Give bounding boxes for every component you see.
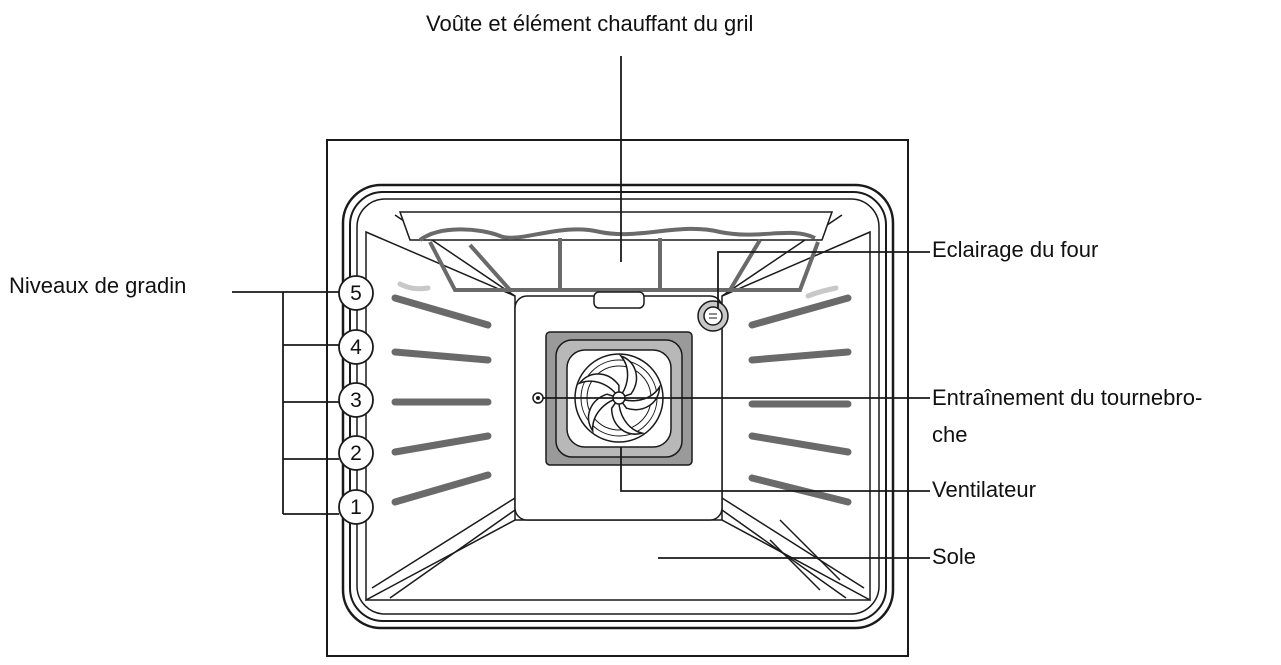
level-marker-4: 4 [338, 329, 374, 365]
svg-text:1: 1 [350, 496, 362, 519]
right-shelf-rails [748, 294, 852, 506]
left-light-reflection [397, 281, 431, 292]
label-fan: Ventilateur [932, 477, 1036, 502]
right-rail-5 [748, 294, 852, 329]
oven-light-icon [697, 300, 729, 332]
label-rotisserie-drive-cont: che [932, 422, 968, 447]
svg-text:4: 4 [350, 336, 362, 359]
left-rail-1 [391, 471, 492, 506]
right-rail-2 [748, 432, 852, 456]
level-marker-2: 2 [338, 435, 374, 471]
right-rail-1 [748, 474, 852, 506]
level-marker-5: 5 [338, 275, 374, 311]
leader-light [717, 251, 930, 308]
leader-lines [232, 56, 930, 559]
label-oven-light: Eclairage du four [932, 237, 1099, 262]
svg-text:2: 2 [350, 442, 362, 465]
svg-text:3: 3 [350, 389, 362, 412]
level-marker-1: 1 [338, 489, 374, 525]
label-oven-floor: Sole [932, 544, 977, 569]
label-rotisserie-drive: Entraînement du tournebro- [932, 385, 1203, 410]
label-shelf-levels: Niveaux de gradin [9, 273, 187, 298]
leader-fan [620, 447, 930, 492]
left-rail-5 [391, 294, 492, 329]
left-rail-4 [391, 348, 492, 364]
grill-element [398, 211, 834, 309]
rotisserie-drive-socket-center [536, 396, 540, 400]
level-marker-3: 3 [338, 382, 374, 418]
left-rail-2 [391, 432, 492, 456]
svg-text:5: 5 [350, 282, 362, 305]
left-shelf-rails [391, 294, 492, 506]
right-rail-4 [748, 348, 852, 364]
label-grill-element: Voûte et élément chauffant du gril [426, 11, 754, 36]
right-light-reflection [805, 285, 839, 299]
